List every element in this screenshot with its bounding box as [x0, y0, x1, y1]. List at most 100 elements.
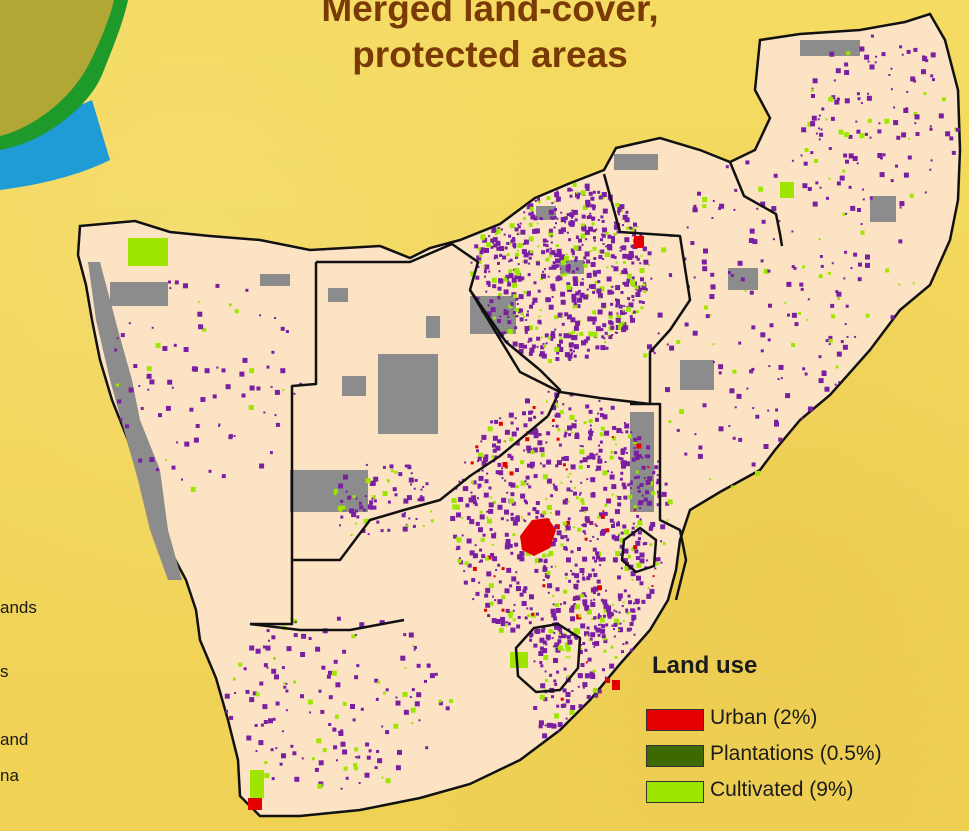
- land-use-dot: [725, 165, 729, 169]
- land-use-dot: [514, 417, 517, 420]
- land-use-dot: [532, 297, 538, 303]
- land-use-dot: [793, 266, 797, 270]
- land-use-dot: [489, 528, 493, 531]
- land-use-dot: [565, 699, 570, 704]
- land-use-dot: [575, 496, 579, 500]
- land-use-dot: [867, 60, 870, 63]
- land-use-dot: [597, 633, 601, 637]
- land-use-dot: [628, 251, 634, 256]
- land-use-dot: [587, 573, 592, 578]
- land-use-dot: [542, 343, 545, 345]
- land-use-dot: [698, 447, 701, 449]
- land-use-dot: [584, 251, 590, 257]
- land-use-dot: [402, 692, 408, 697]
- land-use-dot: [929, 125, 932, 128]
- land-use-dot: [613, 609, 616, 612]
- land-use-dot: [718, 371, 722, 375]
- land-use-dot: [529, 461, 535, 467]
- land-use-dot: [579, 449, 585, 455]
- land-use-dot: [922, 55, 926, 59]
- land-use-dot: [373, 476, 379, 482]
- land-use-dot: [503, 233, 506, 236]
- land-use-dot: [589, 424, 592, 427]
- land-use-dot: [509, 584, 513, 588]
- land-use-dot: [554, 603, 559, 608]
- land-use-dot: [712, 199, 715, 202]
- land-use-dot: [452, 504, 458, 510]
- land-use-dot: [566, 521, 570, 525]
- land-use-dot: [636, 575, 641, 581]
- land-use-dot: [569, 709, 575, 715]
- land-use-dot: [497, 319, 501, 323]
- land-use-dot: [619, 246, 622, 249]
- land-use-dot: [478, 581, 481, 584]
- land-use-dot: [803, 161, 808, 166]
- land-use-dot: [292, 751, 297, 756]
- land-use-dot: [427, 663, 430, 666]
- land-use-dot: [553, 658, 558, 663]
- land-use-dot: [791, 159, 794, 162]
- land-use-dot: [366, 755, 371, 760]
- land-use-dot: [453, 534, 458, 539]
- land-use-dot: [271, 777, 275, 781]
- land-use-dot: [282, 389, 285, 392]
- land-use-dot: [502, 255, 507, 260]
- land-use-dot: [383, 691, 387, 695]
- land-use-dot: [570, 248, 575, 253]
- land-use-dot: [545, 257, 550, 262]
- land-use-dot: [591, 204, 596, 209]
- land-use-dot: [848, 185, 852, 189]
- land-use-dot: [530, 214, 536, 220]
- land-use-dot: [567, 334, 572, 339]
- land-use-dot: [359, 505, 364, 510]
- land-use-dot: [262, 704, 268, 710]
- land-use-dot: [510, 512, 514, 516]
- land-use-dot: [476, 297, 480, 301]
- land-use-dot: [595, 228, 598, 231]
- land-use-dot: [621, 463, 626, 469]
- land-use-dot: [636, 514, 640, 518]
- land-use-dot: [875, 55, 878, 58]
- land-use-dot: [517, 223, 520, 226]
- land-use-dot: [285, 330, 289, 333]
- southern-africa-landmass: [76, 12, 962, 818]
- land-use-dot: [619, 544, 624, 549]
- land-use-dot: [402, 526, 408, 532]
- land-use-dot: [896, 135, 901, 140]
- land-use-dot: [611, 624, 614, 627]
- land-use-dot: [249, 385, 255, 391]
- land-use-dot: [548, 629, 553, 633]
- land-use-dot: [356, 515, 360, 519]
- land-use-dot: [552, 425, 555, 427]
- land-use-dot: [615, 443, 618, 446]
- land-use-dot: [255, 750, 258, 753]
- land-use-dot: [546, 459, 552, 465]
- land-use-dot: [527, 463, 531, 468]
- land-use-dot: [649, 525, 654, 530]
- land-use-dot: [562, 403, 565, 406]
- urban-durban: [612, 680, 620, 690]
- land-use-dot: [571, 189, 574, 192]
- land-use-dot: [620, 448, 626, 454]
- land-use-dot: [249, 368, 255, 374]
- cultivated-area-4: [780, 182, 794, 198]
- land-use-dot: [146, 366, 152, 372]
- land-use-legend: Land use Urban (2%) Plantations (0.5%) C…: [640, 648, 969, 831]
- land-use-dot: [702, 197, 708, 202]
- land-use-dot: [627, 594, 631, 598]
- land-use-dot: [624, 271, 628, 275]
- land-use-dot: [592, 547, 597, 552]
- land-use-dot: [542, 579, 545, 581]
- land-use-dot: [242, 357, 248, 363]
- land-use-dot: [483, 492, 489, 498]
- land-use-dot: [912, 282, 915, 285]
- land-use-dot: [369, 481, 375, 486]
- land-use-dot: [567, 425, 572, 431]
- land-use-dot: [625, 608, 629, 612]
- land-use-dot: [380, 529, 384, 533]
- land-use-dot: [830, 303, 835, 308]
- land-use-dot: [588, 226, 593, 232]
- land-use-dot: [582, 682, 588, 688]
- land-use-dot: [547, 275, 550, 278]
- land-use-dot: [665, 387, 670, 393]
